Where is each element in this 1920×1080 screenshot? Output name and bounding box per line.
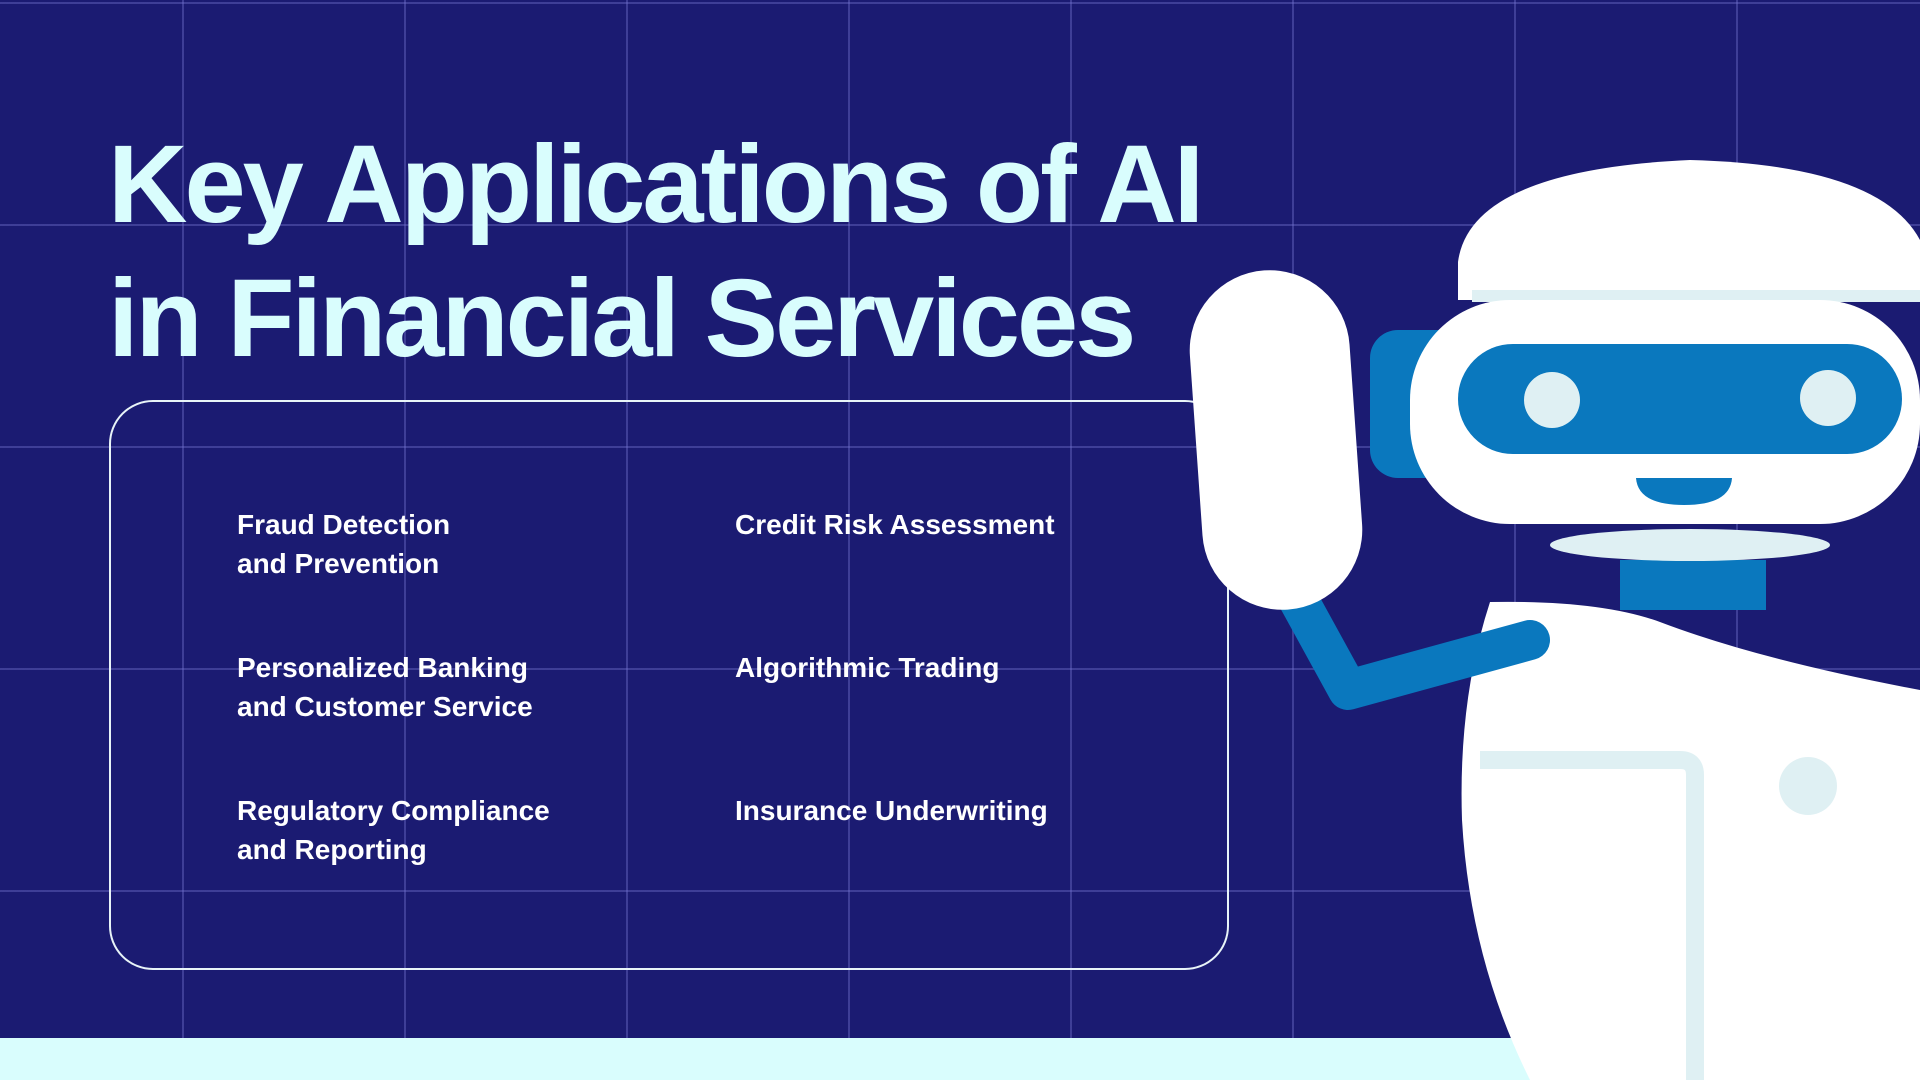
robot-hand bbox=[1189, 270, 1363, 610]
application-label-line-1: Algorithmic Trading bbox=[735, 652, 1000, 683]
robot-mouth-icon bbox=[1636, 478, 1732, 505]
robot-chest-button bbox=[1779, 757, 1837, 815]
applications-panel bbox=[109, 400, 1229, 970]
application-label-line-2: and Reporting bbox=[237, 834, 427, 865]
application-label-line-1: Personalized Banking bbox=[237, 652, 528, 683]
application-insurance-underwriting: Insurance Underwriting bbox=[735, 791, 1048, 830]
robot-right-eye-icon bbox=[1800, 370, 1856, 426]
page-title-line-1: Key Applications of AI bbox=[108, 123, 1204, 246]
application-label-line-2: and Prevention bbox=[237, 548, 440, 579]
application-personalized-banking: Personalized Banking and Customer Servic… bbox=[237, 648, 533, 726]
application-credit-risk: Credit Risk Assessment bbox=[735, 505, 1055, 544]
page-title: Key Applications of AI in Financial Serv… bbox=[108, 118, 1204, 386]
robot-torso-panel bbox=[1480, 751, 1704, 1080]
robot-helmet bbox=[1458, 160, 1920, 300]
application-fraud-detection: Fraud Detection and Prevention bbox=[237, 505, 450, 583]
robot-neck bbox=[1620, 560, 1766, 610]
robot-illustration bbox=[1189, 160, 1920, 1080]
page-title-line-2: in Financial Services bbox=[108, 257, 1136, 380]
application-label-line-1: Credit Risk Assessment bbox=[735, 509, 1055, 540]
application-algorithmic-trading: Algorithmic Trading bbox=[735, 648, 999, 687]
application-label-line-1: Regulatory Compliance bbox=[237, 795, 550, 826]
application-label-line-1: Insurance Underwriting bbox=[735, 795, 1048, 826]
robot-arm bbox=[1272, 568, 1550, 710]
robot-helmet-band bbox=[1472, 290, 1920, 302]
application-regulatory-compliance: Regulatory Compliance and Reporting bbox=[237, 791, 550, 869]
robot-left-eye-icon bbox=[1524, 372, 1580, 428]
robot-visor bbox=[1458, 344, 1902, 454]
robot-neck-ring bbox=[1550, 529, 1830, 561]
application-label-line-1: Fraud Detection bbox=[237, 509, 451, 540]
application-label-line-2: and Customer Service bbox=[237, 691, 533, 722]
